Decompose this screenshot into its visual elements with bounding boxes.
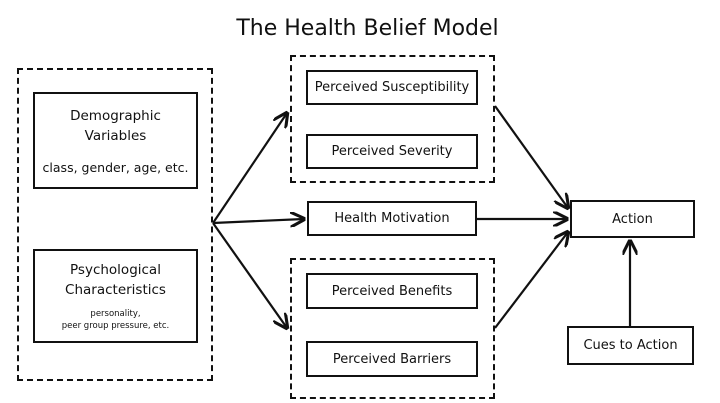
perceived-susceptibility-box: Perceived Susceptibility <box>306 70 478 105</box>
diagram-title: The Health Belief Model <box>236 16 499 41</box>
benefits-barriers-group <box>290 258 495 399</box>
demographic-detail: class, gender, age, etc. <box>42 160 189 175</box>
psychological-detail-line2: peer group pressure, etc. <box>61 321 170 331</box>
arrow-factors-to-threat <box>212 113 287 224</box>
psychological-title-line2: Characteristics <box>65 282 166 298</box>
demographic-title-line1: Demographic <box>70 108 161 124</box>
arrow-factors-to-motivation <box>212 219 304 223</box>
psychological-characteristics-box: Psychological Characteristics personalit… <box>33 249 198 343</box>
demographic-variables-box: Demographic Variables class, gender, age… <box>33 92 198 189</box>
demographic-title-line2: Variables <box>84 128 147 144</box>
perceived-barriers-box: Perceived Barriers <box>306 341 478 377</box>
perceived-benefits-box: Perceived Benefits <box>306 273 478 309</box>
cues-to-action-box: Cues to Action <box>567 326 694 365</box>
perceived-threat-group <box>290 55 495 183</box>
perceived-severity-box: Perceived Severity <box>306 134 478 169</box>
arrow-threat-to-action <box>494 105 568 208</box>
psychological-detail-line1: personality, <box>90 309 141 319</box>
arrow-benefits-to-action <box>494 232 568 329</box>
action-box: Action <box>570 200 695 238</box>
psychological-title-line1: Psychological <box>70 262 161 278</box>
arrow-factors-to-benefits <box>212 222 287 328</box>
health-motivation-box: Health Motivation <box>307 201 477 236</box>
modifying-factors-group <box>17 68 213 381</box>
